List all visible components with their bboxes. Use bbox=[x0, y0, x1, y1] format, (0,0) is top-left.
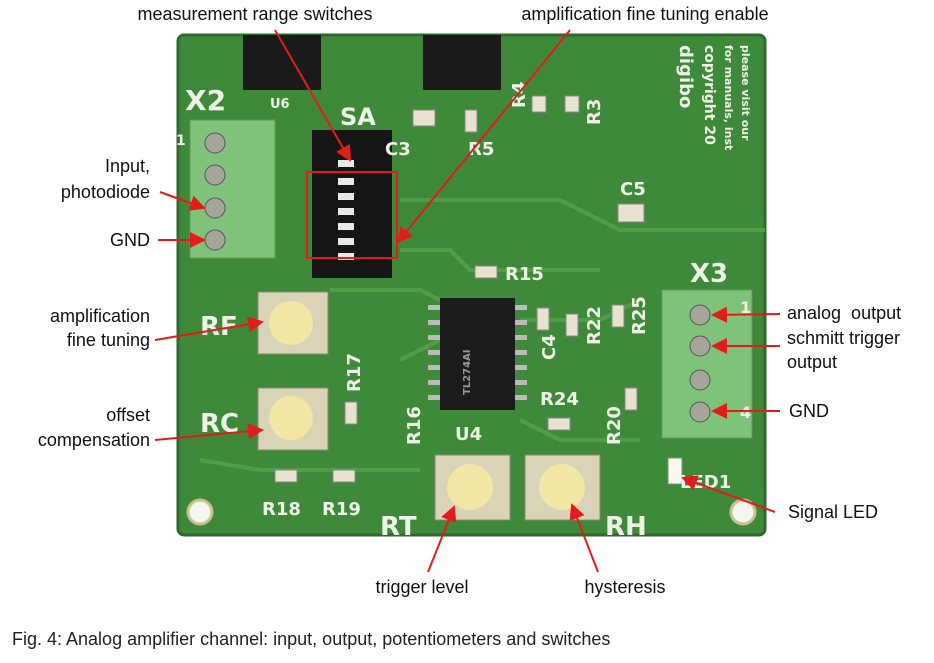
silk-r17: R17 bbox=[344, 353, 365, 392]
silk-copyright: copyright 20 bbox=[701, 45, 717, 145]
label-gnd-right: GND bbox=[789, 401, 829, 421]
label-signal-led: Signal LED bbox=[788, 502, 879, 522]
silk-led1: LED1 bbox=[680, 472, 731, 493]
terminal-block-x2 bbox=[189, 119, 276, 259]
label-schmitt-output: output bbox=[787, 352, 838, 372]
silk-text: please visit our bbox=[739, 45, 752, 141]
silk-x3: X3 bbox=[690, 259, 728, 289]
label-measurement-range-switches: measurement range switches bbox=[137, 4, 373, 24]
silk-c3: C3 bbox=[385, 139, 411, 160]
silk-u4: U4 bbox=[455, 424, 482, 445]
silk-r15: R15 bbox=[505, 264, 544, 285]
silk-r24: R24 bbox=[540, 389, 579, 410]
silk-r18: R18 bbox=[262, 499, 301, 520]
silk-rt: RT bbox=[380, 512, 417, 542]
silk-r22: R22 bbox=[584, 306, 605, 345]
label-trigger-level: trigger level bbox=[375, 577, 469, 597]
silk-brand: digibo bbox=[675, 45, 696, 108]
silk-r16: R16 bbox=[404, 406, 425, 445]
silk-pin: 1 bbox=[740, 298, 751, 317]
label-fine-tuning: fine tuning bbox=[66, 330, 150, 350]
silk-r5: R5 bbox=[468, 139, 494, 160]
label-compensation: compensation bbox=[37, 430, 150, 450]
label-analog-output: analog output bbox=[787, 303, 902, 323]
silk-pin: 4 bbox=[740, 403, 751, 422]
silk-rh: RH bbox=[605, 512, 647, 542]
switch-highlight-box bbox=[306, 171, 398, 259]
dip-switch bbox=[312, 130, 392, 278]
silk-r25: R25 bbox=[629, 296, 650, 335]
smd-components bbox=[274, 95, 683, 485]
potentiometer bbox=[257, 291, 601, 521]
label-schmitt-trigger: schmitt trigger bbox=[787, 328, 901, 348]
label-gnd-left: GND bbox=[110, 230, 150, 250]
silk-u6: U6 bbox=[270, 97, 290, 112]
silk-c4: C4 bbox=[539, 334, 560, 360]
silk-sa: SA bbox=[340, 103, 376, 131]
terminal-block-x3 bbox=[661, 289, 753, 439]
label-photodiode: photodiode bbox=[60, 182, 150, 202]
ic-chip bbox=[243, 35, 527, 410]
silk-x2: X2 bbox=[185, 84, 226, 117]
chip-marking: TL274AI bbox=[462, 349, 473, 395]
figure-caption: Fig. 4: Analog amplifier channel: input,… bbox=[12, 629, 611, 649]
label-fine-tuning-enable: amplification fine tuning enable bbox=[521, 4, 769, 24]
silk-r19: R19 bbox=[322, 499, 361, 520]
silk-pin: 1 bbox=[176, 133, 186, 149]
silk-r20: R20 bbox=[604, 406, 625, 445]
annotation-arrows bbox=[154, 29, 781, 573]
silk-r3: R3 bbox=[584, 99, 605, 125]
silk-text: for manuals, inst bbox=[722, 45, 735, 150]
label-hysteresis: hysteresis bbox=[584, 577, 666, 597]
label-input: Input, bbox=[104, 156, 150, 176]
silk-r4: R4 bbox=[509, 82, 530, 108]
label-amplification: amplification bbox=[49, 306, 150, 326]
silk-c5: C5 bbox=[620, 179, 646, 200]
label-offset: offset bbox=[106, 405, 150, 425]
